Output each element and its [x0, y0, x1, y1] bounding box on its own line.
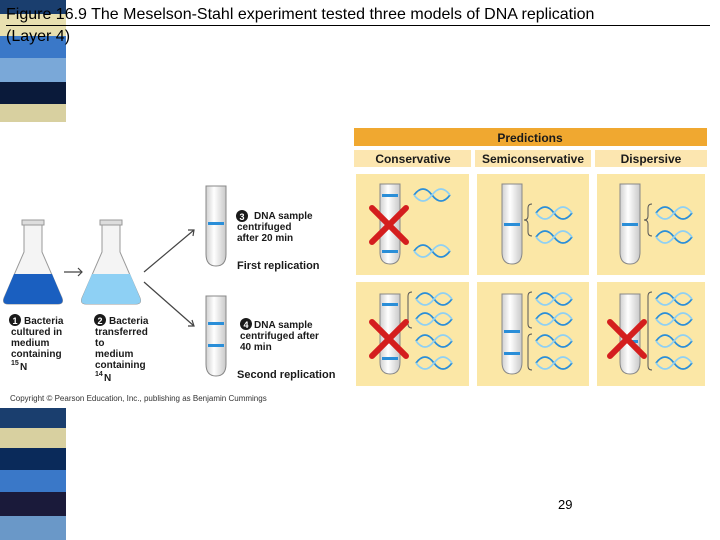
svg-text:centrifuged after: centrifuged after: [240, 331, 319, 342]
step-3-label: 3 DNA sample centrifuged after 20 min: [236, 210, 313, 244]
meselson-stahl-figure: Predictions Conservative Semiconservativ…: [2, 122, 710, 407]
tube-conservative-2: [379, 293, 401, 375]
predictions-bar: [354, 128, 707, 146]
model-header-bg: [595, 150, 707, 167]
rejected-cross-dispersive-2: [607, 319, 647, 359]
model-semiconservative: Semiconservative: [482, 152, 584, 166]
svg-text:2: 2: [97, 316, 102, 326]
svg-text:medium: medium: [11, 338, 49, 349]
svg-text:containing: containing: [95, 360, 146, 371]
tube-conservative-1: [379, 183, 401, 265]
rejected-cross-conservative-2: [369, 319, 409, 359]
svg-text:14: 14: [95, 371, 103, 378]
tube-semiconservative-2: [501, 293, 523, 375]
svg-text:Bacteria: Bacteria: [109, 316, 149, 327]
svg-text:N: N: [20, 362, 27, 373]
rejected-cross-conservative-1: [369, 205, 409, 245]
second-replication-label: Second replication: [237, 369, 336, 381]
panel-dispersive-1: [597, 174, 705, 275]
copyright-text: Copyright © Pearson Education, Inc., pub…: [10, 394, 267, 403]
slide-title: Figure 16.9 The Meselson-Stahl experimen…: [6, 4, 710, 47]
svg-text:4: 4: [243, 320, 248, 330]
dna-helices-semiconservative-2: [527, 291, 573, 371]
svg-text:to: to: [95, 338, 104, 349]
svg-text:after 20 min: after 20 min: [237, 233, 293, 244]
tube-semiconservative-1: [501, 183, 523, 265]
panel-semiconservative-1: [477, 174, 589, 275]
svg-text:Bacteria: Bacteria: [24, 316, 64, 327]
svg-text:DNA sample: DNA sample: [254, 211, 313, 222]
figure-svg: Predictions Conservative Semiconservativ…: [3, 128, 707, 403]
dna-helices-dispersive-2: [647, 291, 693, 371]
step-2-label: 2 Bacteria transferred to medium contain…: [94, 314, 149, 384]
panel-conservative-2: [356, 282, 469, 386]
arrows: [64, 229, 195, 327]
svg-text:containing: containing: [11, 349, 62, 360]
svg-text:1: 1: [12, 316, 17, 326]
slide-title-line1: Figure 16.9 The Meselson-Stahl experimen…: [6, 4, 710, 26]
step-4-label: 4 DNA sample centrifuged after 40 min: [240, 318, 319, 353]
panel-semiconservative-2: [477, 282, 589, 386]
svg-text:15: 15: [11, 360, 19, 367]
dna-helices-dispersive-1: [643, 203, 693, 244]
svg-text:centrifuged: centrifuged: [237, 222, 291, 233]
slide-title-line2: (Layer 4): [6, 28, 71, 45]
dna-helices-conservative-2: [407, 291, 453, 370]
model-dispersive: Dispersive: [621, 152, 682, 166]
svg-text:cultured in: cultured in: [11, 327, 62, 338]
model-header-bg: [354, 150, 471, 167]
svg-text:40 min: 40 min: [240, 342, 272, 353]
model-conservative: Conservative: [375, 152, 451, 166]
tube-dispersive-1: [619, 183, 641, 265]
center-tube-2: [205, 295, 227, 377]
predictions-header: Predictions: [497, 131, 563, 145]
decorative-sidebar: [0, 0, 66, 540]
svg-text:DNA sample: DNA sample: [254, 320, 313, 331]
center-tube-1: [205, 185, 227, 267]
svg-text:transferred: transferred: [95, 327, 148, 338]
first-replication-label: First replication: [237, 260, 320, 272]
svg-text:medium: medium: [95, 349, 133, 360]
step-1-label: 1 Bacteria cultured in medium containing…: [9, 314, 64, 373]
flask-15n: [3, 219, 63, 305]
model-header-bg: [475, 150, 591, 167]
dna-helices-semiconservative-1: [523, 203, 573, 244]
svg-text:3: 3: [239, 212, 244, 222]
svg-text:N: N: [104, 373, 111, 384]
page-number: 29: [558, 497, 573, 512]
flask-14n: [81, 219, 141, 305]
panel-conservative-1: [356, 174, 469, 275]
